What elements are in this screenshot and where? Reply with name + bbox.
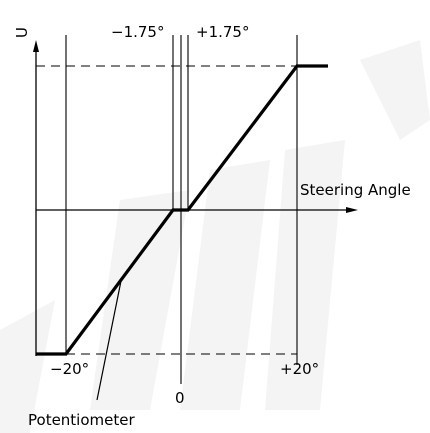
label-minus-20: −20°: [50, 360, 89, 378]
y-axis-arrow-icon: [33, 40, 39, 52]
watermark-stroke-5: [360, 40, 430, 140]
x-axis-label: Steering Angle: [300, 181, 411, 199]
label-potentiometer: Potentiometer: [28, 411, 135, 429]
watermark-stroke-4: [265, 140, 345, 410]
y-axis-label: U: [13, 27, 31, 38]
watermark: [0, 40, 430, 433]
watermark-stroke-1: [0, 300, 55, 433]
watermark-stroke-3: [180, 160, 270, 410]
potentiometer-leader: [96, 280, 122, 401]
axes: [35, 50, 353, 356]
watermark-stroke-2: [90, 190, 190, 410]
dashed-levels: [36, 65, 297, 355]
characteristic-curve: [36, 64, 328, 356]
label-zero: 0: [175, 389, 185, 407]
reference-lines: [65, 35, 298, 384]
label-minus-1-75: −1.75°: [111, 23, 164, 41]
label-plus-1-75: +1.75°: [196, 23, 249, 41]
x-axis-arrow-icon: [346, 207, 358, 213]
label-plus-20: +20°: [280, 360, 319, 378]
